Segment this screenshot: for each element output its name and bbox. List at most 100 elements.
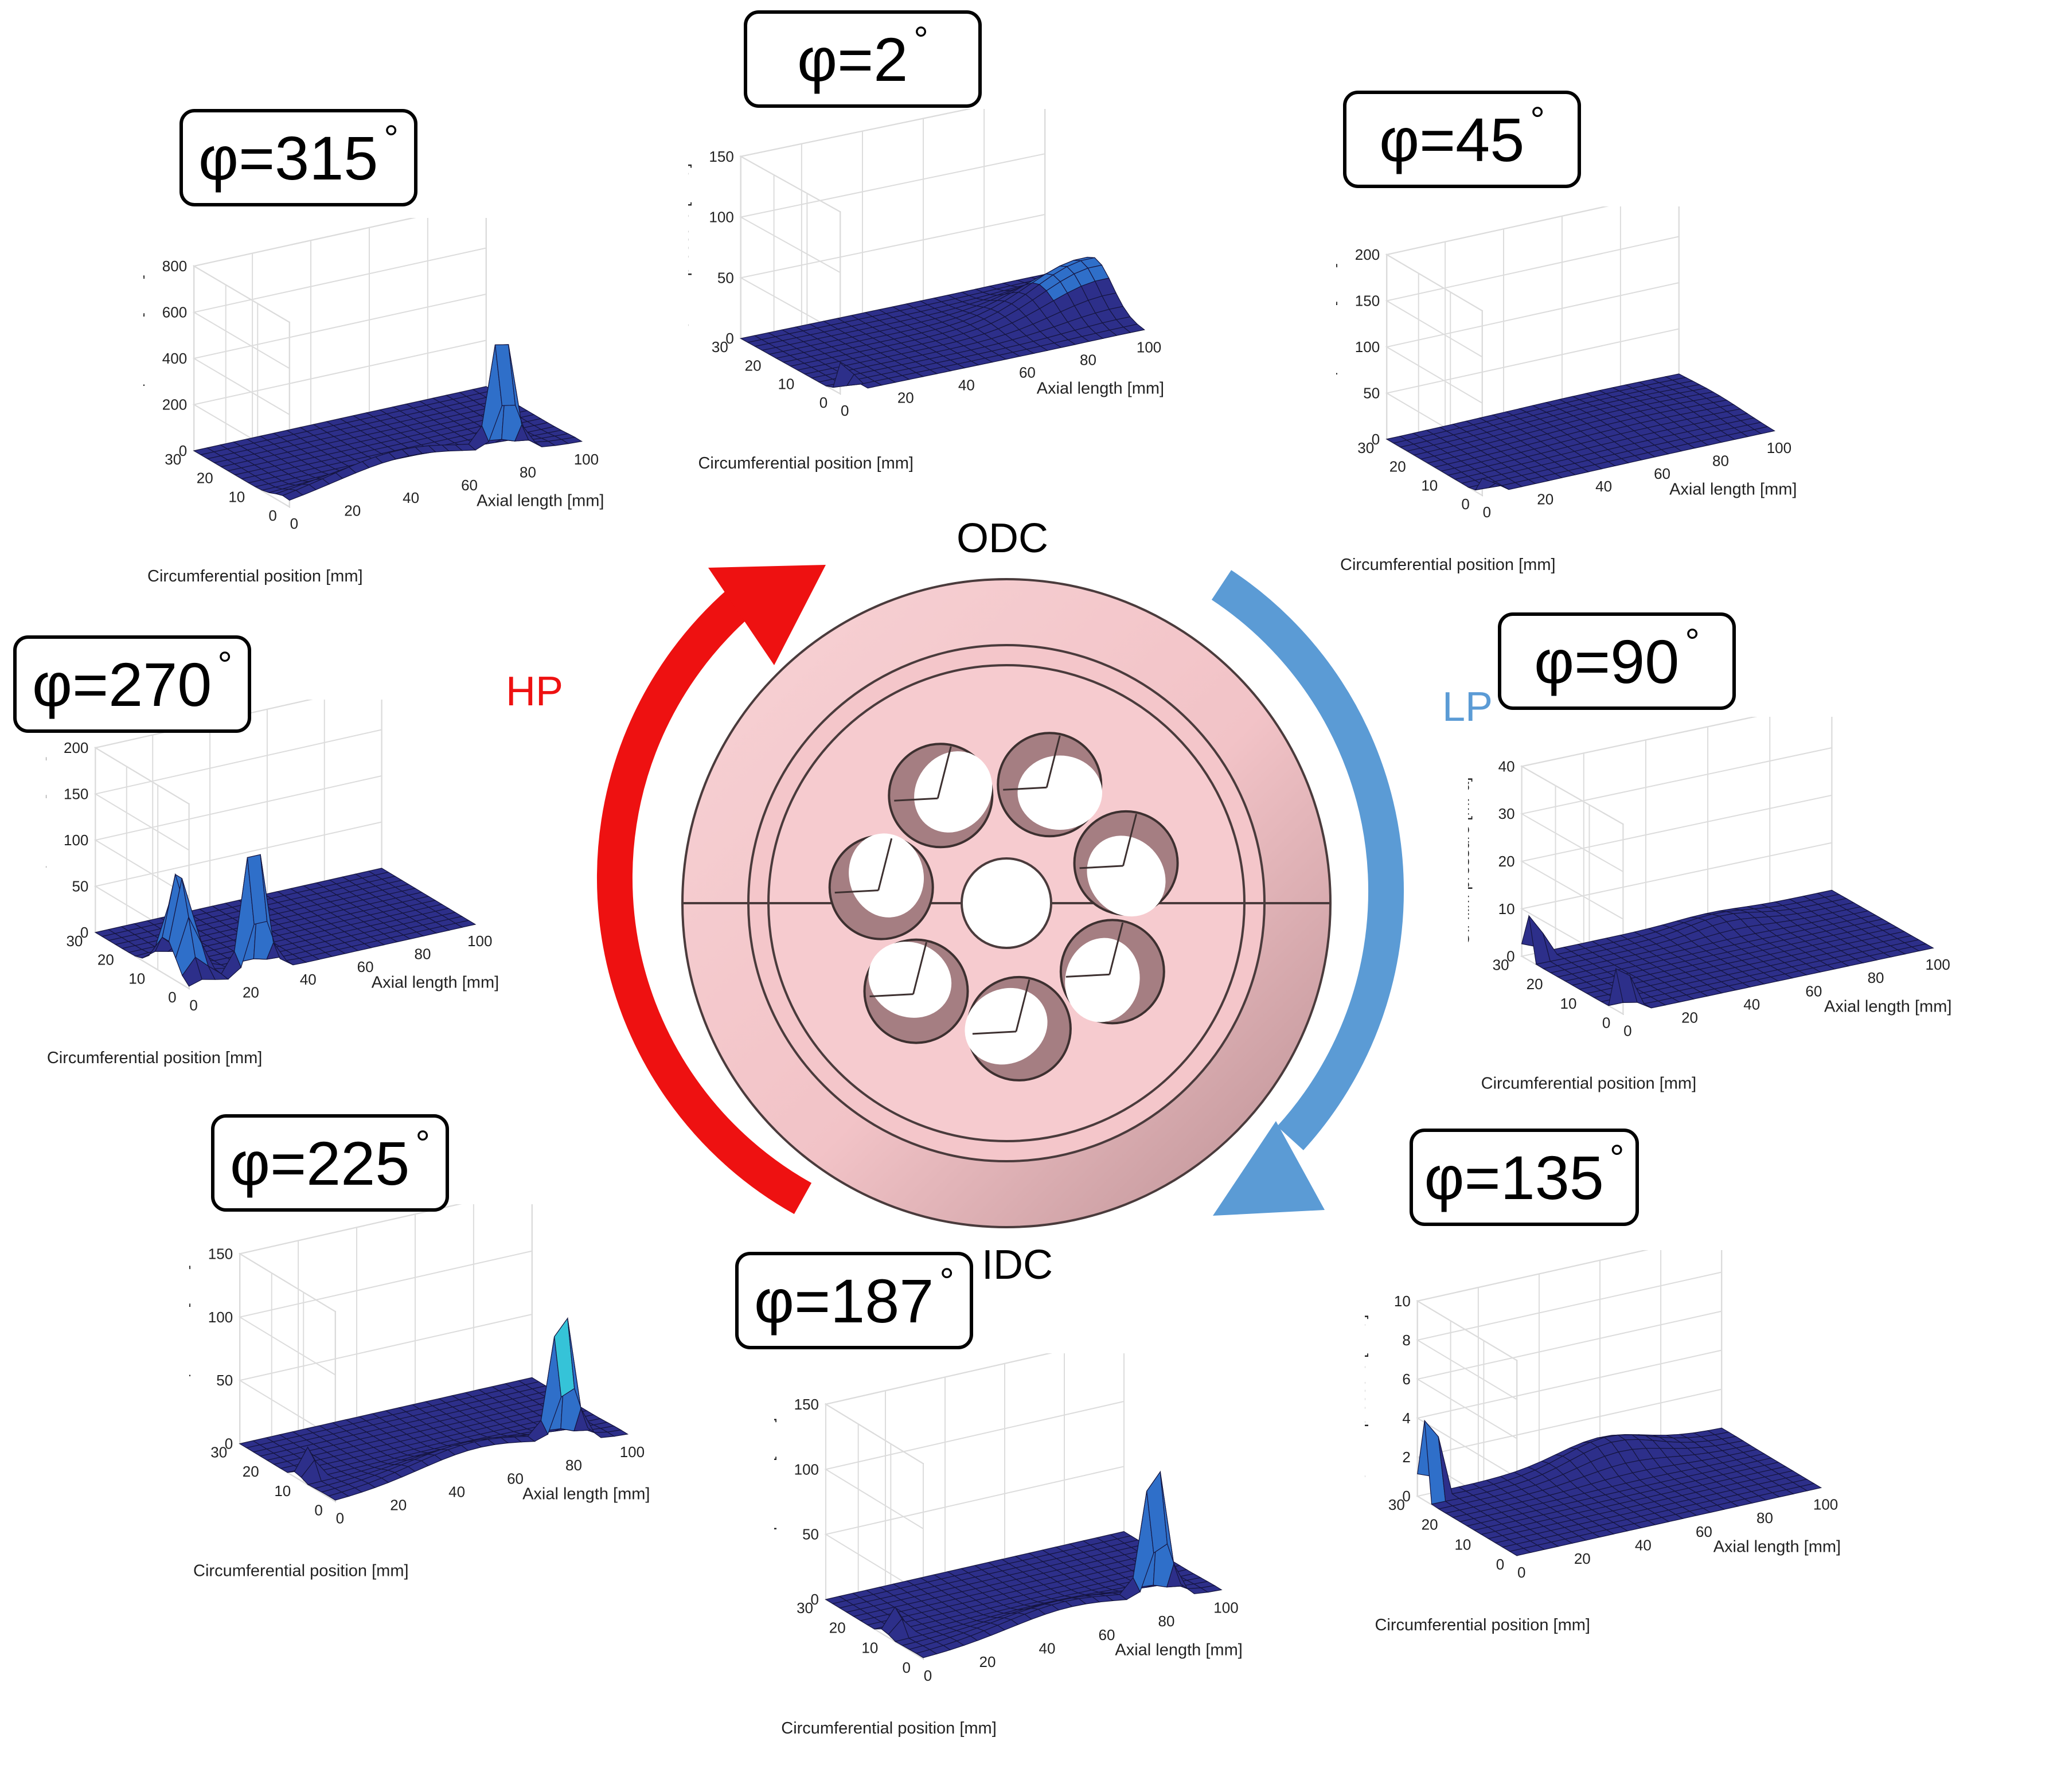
x-tick-label: 80: [1868, 969, 1884, 986]
x-tick-label: 100: [1926, 956, 1950, 973]
y-tick-label: 10: [778, 376, 794, 393]
odc-label: ODC: [957, 516, 1048, 561]
z-tick-label: 50: [72, 878, 88, 895]
z-axis-title: Oil film pressure [MPa]: [774, 1418, 777, 1586]
surface-patch: [560, 436, 583, 444]
degree-mark: °: [1530, 99, 1545, 140]
x-axis-title: Axial length [mm]: [1824, 998, 1951, 1016]
x-tick-label: 100: [1213, 1599, 1238, 1616]
z-axis-title: Oil film pressure [MPa]: [1468, 777, 1473, 945]
x-tick-label: 40: [300, 971, 317, 988]
surface-patch: [1122, 323, 1145, 333]
y-tick-label: 30: [797, 1599, 813, 1617]
x-tick-label: 40: [1635, 1536, 1652, 1553]
angle-value: φ=187: [754, 1266, 934, 1336]
z-tick-label: 100: [1355, 338, 1380, 356]
x-axis-title: Axial length [mm]: [1669, 481, 1797, 499]
y-tick-label: 10: [128, 970, 145, 987]
y-tick-label: 30: [1357, 439, 1374, 456]
z-tick-label: 0: [1372, 431, 1380, 448]
y-tick-label: 20: [97, 951, 114, 969]
angle-label-phi-270: φ=270 °: [13, 635, 251, 733]
x-tick-label: 80: [565, 1457, 582, 1474]
z-axis-title: Oil film pressure [MPa]: [1336, 263, 1338, 431]
degree-mark: °: [939, 1260, 954, 1302]
y-axis-title: Circumferential position [mm]: [193, 1561, 409, 1580]
x-tick-label: 40: [1039, 1639, 1056, 1657]
z-tick-label: 200: [1355, 246, 1380, 263]
y-axis-title: Circumferential position [mm]: [47, 1049, 263, 1067]
angle-label-phi-315: φ=315 °: [179, 109, 417, 206]
y-axis-title: Circumferential position [mm]: [698, 454, 914, 473]
plot-axes: [1520, 717, 1833, 1016]
x-tick-label: 20: [897, 389, 914, 407]
z-tick-label: 200: [162, 396, 187, 413]
y-tick-label: 10: [1421, 477, 1438, 494]
angle-label-phi-45: φ=45 °: [1343, 91, 1581, 188]
surface-patch: [1753, 426, 1775, 435]
z-tick-label: 40: [1498, 758, 1515, 775]
degree-mark: °: [384, 118, 399, 159]
x-axis-title: Axial length [mm]: [522, 1485, 650, 1504]
angle-value: φ=135: [1424, 1142, 1604, 1212]
y-tick-label: 30: [210, 1444, 227, 1461]
z-tick-label: 8: [1402, 1332, 1410, 1349]
x-tick-label: 40: [1595, 478, 1612, 495]
centre-bore: [961, 857, 1052, 949]
idc-label: IDC: [982, 1242, 1053, 1288]
x-tick-label: 40: [448, 1483, 465, 1500]
y-tick-label: 0: [268, 507, 276, 524]
angle-value: φ=2: [797, 24, 908, 94]
x-tick-label: 20: [1537, 491, 1553, 508]
x-tick-label: 40: [1743, 995, 1760, 1013]
z-tick-label: 0: [80, 924, 88, 941]
y-tick-label: 0: [1461, 495, 1469, 513]
pressure-surface: [239, 1317, 629, 1501]
y-tick-label: 0: [168, 989, 176, 1006]
z-tick-label: 10: [1394, 1293, 1411, 1310]
piston-bore: [1073, 810, 1179, 917]
y-tick-label: 20: [745, 357, 762, 374]
z-tick-label: 150: [64, 786, 88, 803]
z-tick-label: 0: [725, 330, 733, 347]
hp-arrow-head: [708, 565, 826, 665]
degree-mark: °: [217, 644, 232, 685]
x-axis-title: Axial length [mm]: [372, 974, 499, 992]
x-tick-label: 60: [1099, 1626, 1115, 1643]
pressure-surface: [1521, 889, 1934, 1009]
z-tick-label: 50: [1363, 385, 1380, 402]
z-axis-title: Oil film pressure [MPa]: [143, 274, 145, 442]
z-tick-label: 150: [794, 1396, 819, 1413]
z-axis-title: Oil film pressure [MPa]: [688, 163, 692, 331]
y-tick-label: 10: [274, 1482, 291, 1500]
y-tick-label: 20: [829, 1619, 846, 1637]
y-axis-title: Circumferential position [mm]: [1340, 556, 1556, 574]
pressure-surface: [1385, 373, 1775, 491]
pressure-surface: [94, 854, 477, 987]
z-tick-label: 10: [1498, 900, 1515, 918]
pressure-surface: [193, 344, 583, 501]
z-tick-label: 2: [1402, 1449, 1410, 1466]
x-tick-label: 0: [841, 402, 849, 419]
piston-bore: [1059, 919, 1165, 1025]
x-tick-label: 80: [1080, 351, 1096, 368]
z-tick-label: 150: [1355, 292, 1380, 310]
x-tick-label: 80: [414, 945, 431, 962]
angle-value: φ=225: [230, 1128, 410, 1198]
angle-value: φ=45: [1379, 104, 1525, 174]
y-tick-label: 30: [1388, 1496, 1405, 1513]
y-tick-label: 20: [1389, 458, 1406, 475]
x-tick-label: 100: [574, 451, 599, 468]
y-tick-label: 20: [197, 470, 213, 487]
x-tick-label: 60: [1696, 1523, 1712, 1540]
z-tick-label: 30: [1498, 805, 1515, 822]
y-tick-label: 0: [819, 394, 827, 411]
y-axis-title: Circumferential position [mm]: [1481, 1074, 1697, 1092]
z-tick-label: 20: [1498, 853, 1515, 870]
x-axis-title: Axial length [mm]: [477, 492, 604, 510]
z-tick-label: 50: [216, 1372, 233, 1389]
x-tick-label: 60: [461, 477, 478, 494]
